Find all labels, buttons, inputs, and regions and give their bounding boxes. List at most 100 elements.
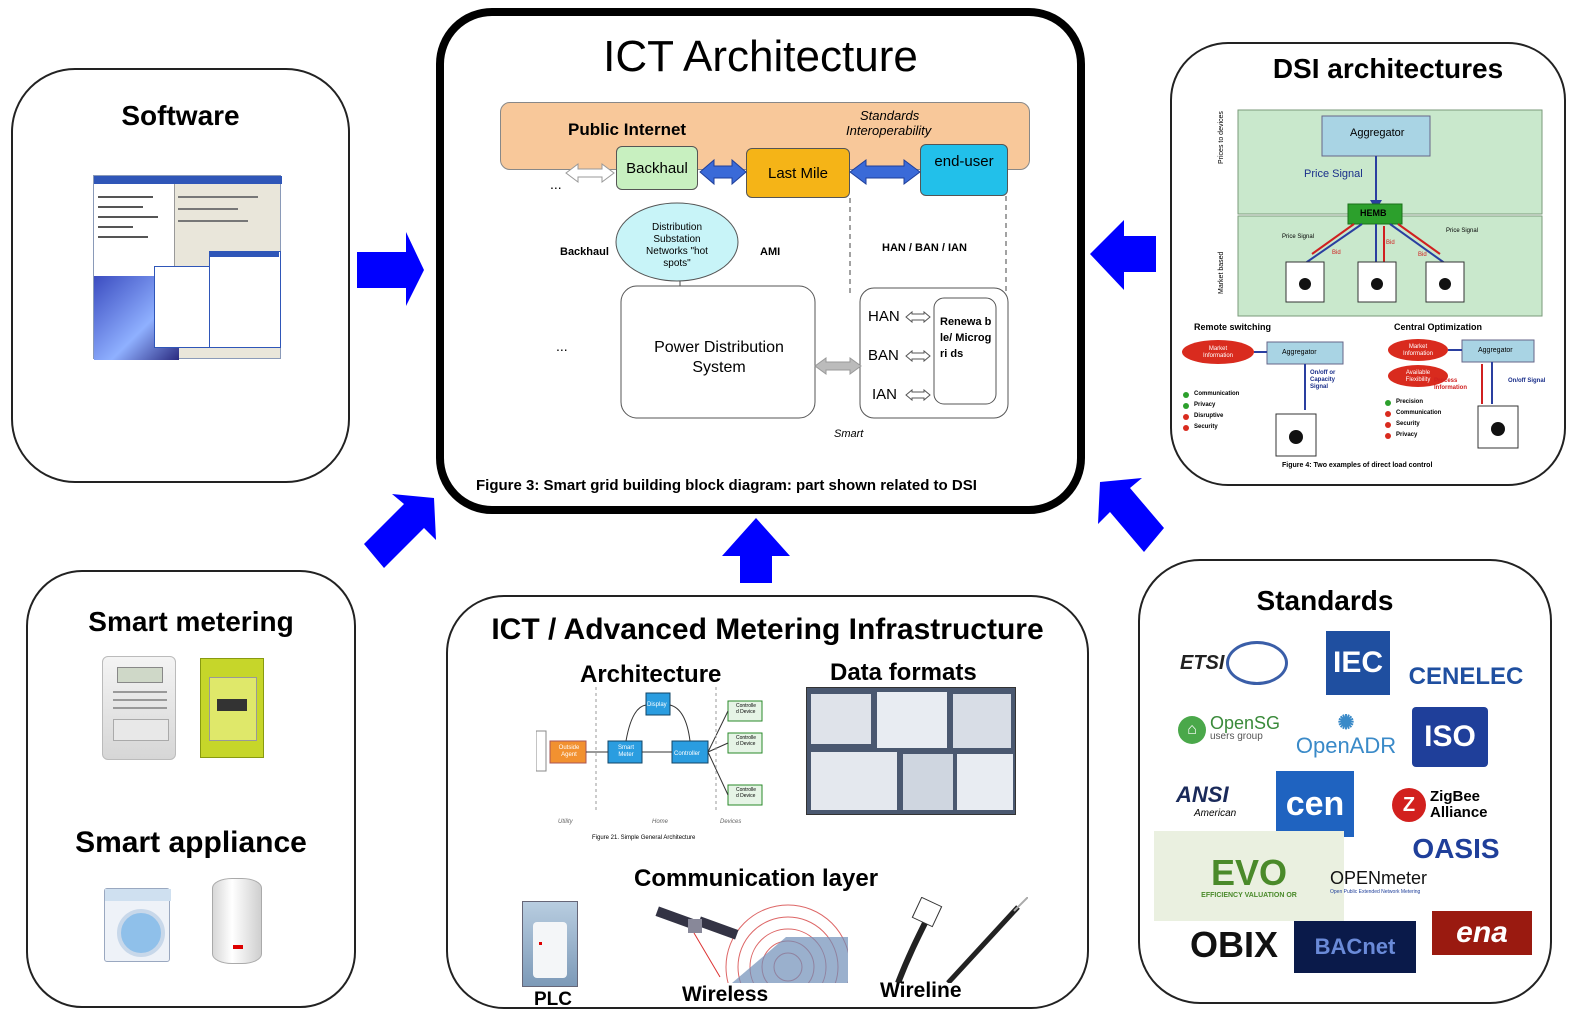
ami-architecture-diagram xyxy=(536,687,763,813)
ict-architecture-panel: ICT Architecture Public Internet Standar… xyxy=(436,8,1085,514)
ena-logo: ena xyxy=(1432,911,1532,955)
iec-text: IEC xyxy=(1332,646,1383,679)
dsi-right-item-2: Security xyxy=(1396,421,1420,427)
etsi-ring-icon xyxy=(1226,641,1289,685)
software-title: Software xyxy=(121,100,240,131)
ami-data-formats-label: Data formats xyxy=(830,659,977,686)
ban-label: BAN xyxy=(868,347,899,364)
dsi-available-flexibility: Available Flexibility xyxy=(1405,370,1431,383)
distribution-ellipse-text: Distribution Substation Networks "hot sp… xyxy=(646,222,708,269)
etsi-text: ETSI xyxy=(1180,651,1225,674)
dsi-figure-svg xyxy=(1182,109,1543,457)
public-internet-label: Public Internet xyxy=(568,120,687,139)
ami-arch-controlled-2: Controlle d Device xyxy=(736,735,757,747)
zigbee-icon: Z xyxy=(1392,788,1426,822)
dsi-left-item-0: Communication xyxy=(1194,391,1240,397)
dsi-central-optimization: Central Optimization xyxy=(1394,322,1483,332)
ami-arch-utility: Utility xyxy=(558,819,573,825)
smart-appliance-title: Smart appliance xyxy=(75,826,307,859)
last-mile-box: Last Mile xyxy=(746,148,850,198)
dsi-onoff-signal: On/off Signal xyxy=(1508,378,1546,384)
opensg-text: OpenSG xyxy=(1210,713,1281,733)
cenelec-logo: CENELEC xyxy=(1406,657,1526,697)
dsi-right-item-3: Privacy xyxy=(1396,432,1418,438)
smart-label: Smart xyxy=(834,428,864,440)
dsi-price-small-right: Price Signal xyxy=(1446,228,1479,234)
ami-arch-outside: Outside Agent xyxy=(558,745,580,758)
oasis-text: OASIS xyxy=(1412,833,1500,864)
distribution-ellipse xyxy=(615,202,739,282)
end-user-label: end-user xyxy=(934,153,994,170)
openmeter-sub: Open Public Extended Network Metering xyxy=(1330,888,1421,895)
ena-text: ena xyxy=(1456,916,1508,949)
dsi-onoff-capacity: On/off or Capacity Signal xyxy=(1310,370,1336,390)
software-screenshot xyxy=(93,175,282,360)
ami-arch-controlled-3: Controlle d Device xyxy=(736,787,757,799)
ict-architecture-title: ICT Architecture xyxy=(603,32,918,81)
dsi-left-item-3: Security xyxy=(1194,424,1218,430)
meter-image-1 xyxy=(102,656,176,760)
end-user-box: end-user xyxy=(920,144,1008,196)
arrow-right-icon xyxy=(357,232,424,306)
backhaul-box: Backhaul xyxy=(616,146,698,190)
wireline-image xyxy=(895,897,1028,983)
arrow-left-icon xyxy=(1090,220,1156,290)
interoperability-label: Interoperability xyxy=(846,123,932,138)
dsi-agg-left: Aggregator xyxy=(1282,349,1317,356)
iso-text: ISO xyxy=(1424,720,1476,753)
dsi-left-item-1: Privacy xyxy=(1194,402,1216,408)
bacnet-text: BACnet xyxy=(1314,934,1396,959)
evo-text: EVO xyxy=(1210,851,1288,893)
ict-diagram-svg xyxy=(565,158,1009,419)
iec-logo: IEC xyxy=(1326,631,1390,695)
dsi-hemb: HEMB xyxy=(1360,208,1387,218)
ellipsis-mid: ... xyxy=(556,338,568,354)
dsi-left-item-2: Disruptive xyxy=(1194,413,1224,419)
arrow-diagonal-up-left-icon xyxy=(1098,478,1164,552)
arrow-up-icon xyxy=(722,518,790,583)
smart-metering-title: Smart metering xyxy=(88,606,294,637)
dsi-title: DSI architectures xyxy=(1272,53,1504,84)
dsi-prices-to-devices: Prices to devices xyxy=(1218,111,1225,164)
hollow-arrow-icon xyxy=(565,163,615,183)
gray-double-arrow-icon xyxy=(814,357,862,375)
ami-wireline-label: Wireline xyxy=(880,979,962,1002)
dsi-bid-3: Bid xyxy=(1418,252,1427,258)
blue-double-arrow-icon xyxy=(849,159,921,185)
data-formats-image xyxy=(806,687,1016,815)
opensg-sub: users group xyxy=(1210,731,1263,742)
dsi-market-information-left: Market Information xyxy=(1202,346,1233,359)
zigbee-logo: Z ZigBee Alliance xyxy=(1392,783,1512,827)
ami-architecture-label: Architecture xyxy=(580,661,722,688)
dsi-right-item-0: Precision xyxy=(1396,399,1424,405)
ami-arch-controlled-1: Controlle d Device xyxy=(736,703,757,715)
iso-logo: ISO xyxy=(1412,707,1488,767)
oasis-logo: OASIS xyxy=(1386,831,1526,867)
wireless-image xyxy=(655,904,848,983)
standards-title: Standards xyxy=(1256,585,1394,616)
ansi-text: ANSI xyxy=(1176,781,1229,807)
ellipsis-top: ... xyxy=(550,176,562,192)
openadr-logo: ✺ OpenADR xyxy=(1286,707,1406,763)
standards-label: Standards xyxy=(860,108,920,123)
han-label: HAN xyxy=(868,308,900,325)
ian-label: IAN xyxy=(872,386,898,403)
power-distribution-box xyxy=(620,285,816,419)
dsi-price-signal: Price Signal xyxy=(1304,168,1363,180)
evo-sub: EFFICIENCY VALUATION OR xyxy=(1201,891,1297,899)
arrow-diagonal-up-right-icon xyxy=(364,494,436,568)
cen-text: cen xyxy=(1285,784,1345,823)
zigbee-text: ZigBee Alliance xyxy=(1430,788,1488,821)
ami-arch-smart-meter: Smart Meter xyxy=(617,745,634,758)
ami-communication-layer-label: Communication layer xyxy=(634,865,879,892)
bacnet-logo: BACnet xyxy=(1294,921,1416,973)
evo-logo: EVO EFFICIENCY VALUATION OR xyxy=(1154,831,1344,921)
ami-panel: ICT / Advanced Metering Infrastructure A… xyxy=(446,595,1089,1010)
dsi-bid-1: Bid xyxy=(1332,250,1341,256)
dsi-caption: Figure 4: Two examples of direct load co… xyxy=(1282,462,1433,469)
figure3-caption: Figure 3: Smart grid building block diag… xyxy=(476,477,977,494)
dsi-remote-switching: Remote switching xyxy=(1194,322,1272,332)
han-ban-ian-label: HAN / BAN / IAN xyxy=(882,242,967,254)
openmeter-logo: OPENmeter Open Public Extended Network M… xyxy=(1330,861,1520,901)
backhaul-label: Backhaul xyxy=(560,246,609,258)
